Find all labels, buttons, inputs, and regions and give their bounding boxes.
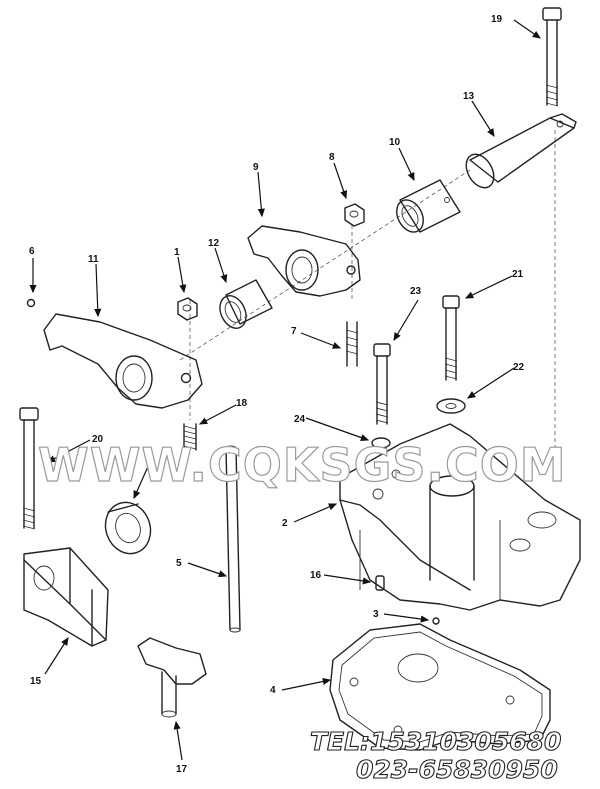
part-16-dowel (375, 575, 385, 591)
part-4-ring-left (104, 501, 152, 555)
part-3-plug (432, 617, 440, 625)
callout-24: 24 (294, 414, 306, 425)
part-13-rocker-shaft (465, 113, 577, 189)
watermark-text: WWW.CQKSGS.COM (38, 438, 567, 492)
callout-22: 22 (513, 362, 525, 373)
leader-arrows (29, 19, 541, 761)
callout-labels: 19 13 10 8 9 12 1 11 6 7 23 21 22 24 18 … (29, 14, 525, 775)
assembly-axis-lines (179, 130, 556, 480)
callout-17: 17 (176, 764, 188, 775)
part-20-bolt (19, 407, 39, 530)
callout-19: 19 (491, 14, 503, 25)
callout-15: 15 (30, 676, 42, 687)
callout-16: 16 (310, 570, 322, 581)
part-11-rocker-lever (43, 313, 203, 409)
callout-13: 13 (463, 91, 475, 102)
callout-4-left: 4 (148, 451, 154, 462)
part-15-bracket (23, 547, 109, 647)
part-4-gasket (329, 623, 551, 751)
part-1-nut (177, 297, 198, 321)
part-17-tappet (137, 637, 207, 718)
part-2-rocker-housing (339, 423, 581, 611)
callout-3: 3 (373, 609, 379, 620)
callout-10: 10 (389, 137, 401, 148)
part-21-bolt (442, 295, 460, 381)
callout-9: 9 (253, 162, 259, 173)
part-10-bushing (396, 179, 461, 233)
callout-1: 1 (174, 247, 180, 258)
part-8-nut (344, 203, 365, 227)
callout-5: 5 (176, 558, 182, 569)
callout-7: 7 (291, 326, 297, 337)
contact-tel: TEL:15310305680 (310, 727, 561, 756)
callout-20: 20 (92, 434, 104, 445)
part-22-washer (436, 398, 466, 414)
part-19-bolt (542, 7, 562, 107)
part-9-rocker-lever (247, 225, 361, 297)
part-12-bushing (219, 279, 273, 329)
callout-8: 8 (329, 152, 335, 163)
callout-11: 11 (88, 254, 99, 265)
part-23-bolt (373, 343, 391, 425)
callout-12: 12 (208, 238, 220, 249)
part-6-ball (26, 298, 36, 308)
part-24-washer (371, 437, 391, 449)
callout-6: 6 (29, 246, 35, 257)
callout-2: 2 (282, 518, 288, 529)
callout-4: 4 (270, 685, 276, 696)
contact-phone: 023-65830950 (356, 755, 558, 784)
callout-23: 23 (410, 286, 422, 297)
part-18-spring (183, 423, 197, 451)
callout-21: 21 (512, 269, 524, 280)
part-7-adjusting-screw (345, 321, 359, 367)
part-5-push-rod (225, 445, 241, 633)
callout-18: 18 (236, 398, 248, 409)
